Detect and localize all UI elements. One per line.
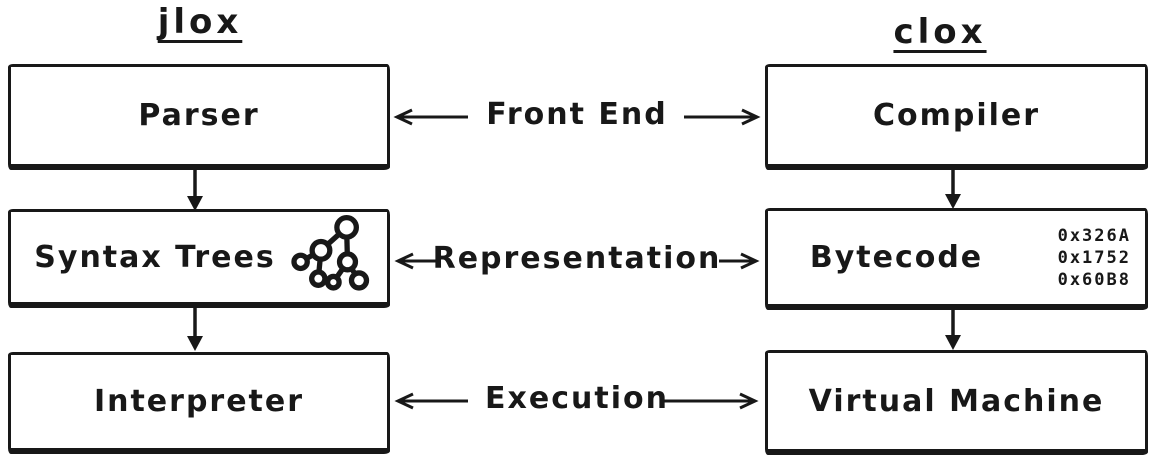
bytecode-box: Bytecode 0x326A 0x1752 0x60B8 [765,208,1148,310]
parser-box: Parser [8,64,390,170]
arrow-parser-to-syntax-trees [187,170,203,211]
syntax-trees-box: Syntax Trees [8,209,390,308]
jlox-title-text: jlox [157,2,243,42]
syntax-tree-icon [291,215,369,291]
compiler-label: Compiler [872,98,1041,133]
arrow-compiler-to-bytecode [945,170,961,209]
compiler-box: Compiler [765,64,1148,170]
front-end-label: Front End [486,97,668,132]
bytecode-label: Bytecode [809,240,984,275]
interpreter-box: Interpreter [8,352,390,454]
bytecode-hex-values: 0x326A 0x1752 0x60B8 [1058,224,1131,290]
hex-value: 0x326A [1057,225,1131,246]
hex-value: 0x1752 [1057,247,1131,268]
jlox-column-title: jlox [0,2,400,42]
interpreter-label: Interpreter [93,384,305,419]
virtual-machine-box: Virtual Machine [765,350,1148,455]
virtual-machine-label: Virtual Machine [808,383,1105,419]
arrow-bytecode-to-vm [945,310,961,350]
parser-label: Parser [138,98,260,133]
clox-title-text: clox [893,12,987,52]
clox-column-title: clox [740,12,1140,52]
representation-label: Representation [432,241,722,276]
hex-value: 0x60B8 [1057,269,1131,290]
execution-label: Execution [485,381,669,416]
arrow-syntax-trees-to-interpreter [187,308,203,351]
syntax-trees-label: Syntax Trees [34,239,276,275]
